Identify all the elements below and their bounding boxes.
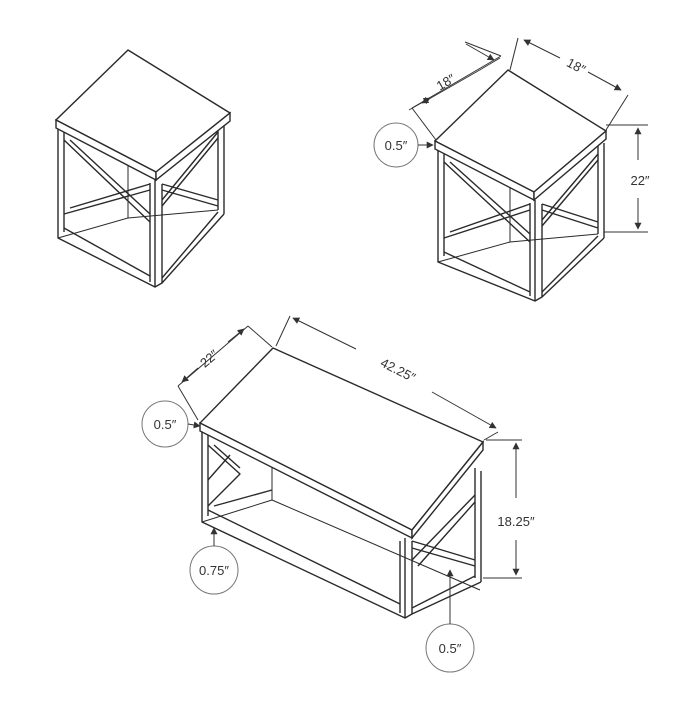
coffee-table-leg-thickness-label: 0.5″ [439,641,462,656]
coffee-table-frame-thickness-label: 0.75″ [199,563,229,578]
end-table-top-thickness-label: 0.5″ [385,138,408,153]
end-table-right: 18″ 18″ 22″ 0.5″ [373,37,650,302]
coffee-table-top-thickness-callout: 0.5″ [141,400,201,448]
coffee-table: 22″ 42.25″ 18.25″ 0.5″ 0.75″ [141,315,535,673]
coffee-table-leg-thickness-callout: 0.5″ [425,569,475,673]
end-table-height-dimension: 22″ [604,124,650,233]
end-table-width-label: 18″ [564,55,588,77]
coffee-table-length-label: 42.25″ [378,355,418,385]
coffee-table-height-dimension: 18.25″ [483,439,535,579]
end-table-height-label: 22″ [630,173,649,188]
coffee-table-frame-thickness-callout: 0.75″ [189,527,239,595]
end-table-left [54,49,232,288]
coffee-table-top-thickness-label: 0.5″ [154,417,177,432]
end-table-top-thickness-callout: 0.5″ [373,122,434,168]
coffee-table-height-label: 18.25″ [497,514,535,529]
end-table-depth-label: 18″ [434,71,458,94]
